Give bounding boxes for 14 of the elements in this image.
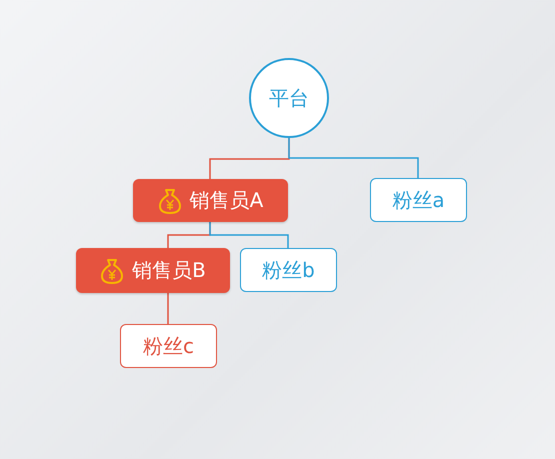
node-label: 粉丝c [143, 332, 194, 360]
node-label: 粉丝a [392, 186, 445, 214]
node-label: 粉丝b [262, 256, 315, 284]
connector-line [167, 293, 169, 324]
node-label: 销售员B [132, 257, 206, 284]
connector-line [209, 222, 289, 248]
salesperson-box [76, 248, 230, 293]
connector-line [288, 138, 419, 178]
fan-box [370, 178, 467, 222]
salesperson-box [133, 179, 288, 222]
fan-box [120, 324, 217, 368]
node-label: 平台 [269, 84, 309, 112]
node-label: 销售员A [190, 187, 264, 214]
fan-box [240, 248, 337, 292]
